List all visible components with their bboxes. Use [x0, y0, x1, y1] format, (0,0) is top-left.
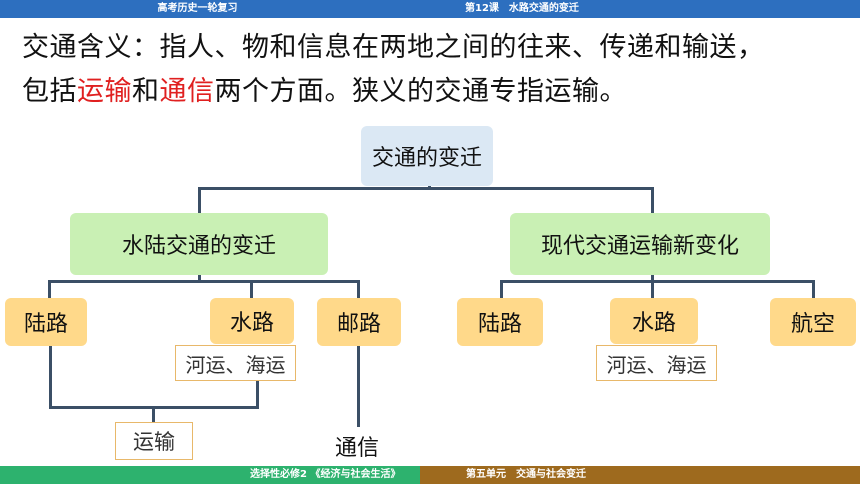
connector-right-branch-down — [651, 275, 654, 282]
left-child-water: 水路 — [210, 298, 294, 344]
left-child-land: 陆路 — [5, 298, 87, 346]
right-branch-node: 现代交通运输新变化 — [510, 213, 770, 275]
communication-label: 通信 — [334, 436, 379, 461]
left-branch-node: 水陆交通的变迁 — [70, 213, 328, 275]
footer-right-segment: 第五单元 交通与社会变迁 — [420, 466, 860, 484]
bracket-land-down — [49, 345, 52, 408]
connector-top-horizontal — [198, 187, 653, 190]
definition-highlight-communication: 通信 — [159, 76, 215, 107]
definition-part1: 交通含义：指人、物和信息在两地之间的往来、传递和输送， — [22, 32, 765, 63]
header-course: 高考历史一轮复习 — [157, 3, 238, 14]
definition-part3: 和 — [132, 76, 160, 107]
right-water-detail: 河运、海运 — [596, 345, 717, 381]
right-child-land: 陆路 — [457, 298, 543, 346]
connector-left-branch-down — [198, 275, 201, 282]
connector-left-child2 — [250, 280, 253, 298]
footer-textbook: 选择性必修2 《经济与社会生活》 — [250, 469, 401, 480]
left-water-detail: 河运、海运 — [175, 345, 296, 381]
right-child-aviation: 航空 — [770, 298, 856, 346]
definition-text: 交通含义：指人、物和信息在两地之间的往来、传递和输送， 包括运输和通信两个方面。… — [22, 26, 852, 114]
footer-left-segment: 选择性必修2 《经济与社会生活》 — [0, 466, 420, 484]
connector-left-branch-up — [198, 187, 201, 213]
connector-right-branch-up — [651, 187, 654, 213]
connector-right-child1 — [500, 280, 503, 298]
header-lesson: 第12课 水路交通的变迁 — [465, 3, 579, 14]
footer-bar: 选择性必修2 《经济与社会生活》 第五单元 交通与社会变迁 — [0, 466, 860, 484]
definition-part4: 两个方面。狭义的交通专指运输。 — [214, 76, 627, 107]
connector-left-child3 — [357, 280, 360, 298]
connector-right-child2 — [651, 280, 654, 298]
header-bar: 高考历史一轮复习 第12课 水路交通的变迁 — [0, 0, 860, 18]
footer-unit: 第五单元 交通与社会变迁 — [466, 469, 586, 480]
left-child-postal: 邮路 — [317, 298, 401, 346]
definition-highlight-transport: 运输 — [77, 76, 132, 107]
connector-right-children-horizontal — [500, 280, 815, 283]
connector-postal-to-communication — [357, 345, 360, 427]
transport-label: 运输 — [115, 422, 193, 460]
connector-left-child1 — [48, 280, 51, 298]
right-child-water: 水路 — [610, 298, 698, 344]
bracket-water-down — [256, 380, 259, 408]
definition-part2: 包括 — [22, 76, 77, 107]
connector-left-children-horizontal — [48, 280, 360, 283]
bracket-to-transport — [152, 406, 155, 422]
connector-right-child3 — [812, 280, 815, 298]
root-node: 交通的变迁 — [361, 126, 493, 186]
